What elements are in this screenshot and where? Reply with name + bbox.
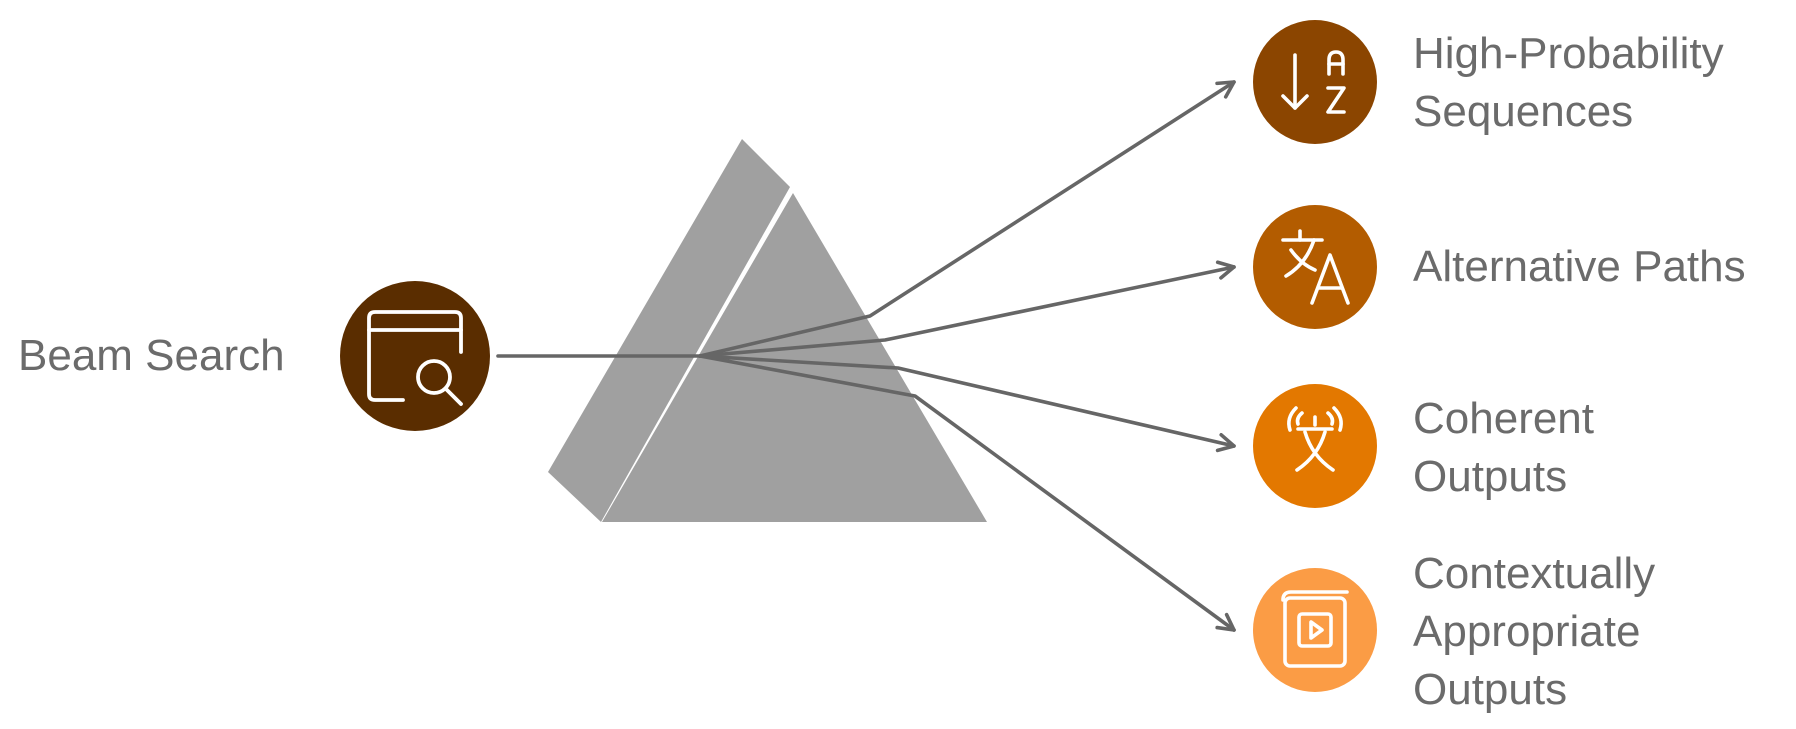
source-circle [340, 281, 490, 431]
translate-icon [1281, 229, 1350, 305]
output-circle [1253, 384, 1377, 508]
beam-contextually-appropriate [698, 354, 1236, 632]
output-label-line: Outputs [1413, 665, 1568, 714]
output-circle [1253, 568, 1377, 692]
sort-az-icon [1281, 50, 1346, 114]
output-label-line: Contextually [1413, 549, 1656, 598]
output-label-line: Coherent [1413, 394, 1595, 443]
prism-back-face [548, 139, 790, 522]
output-label-3: Coherent Outputs [1413, 390, 1594, 506]
video-book-icon [1281, 590, 1349, 668]
prism-front-face [602, 193, 987, 522]
output-label-line: Appropriate [1413, 607, 1641, 656]
output-label-2: Alternative Paths [1413, 238, 1746, 296]
beam-coherent-outputs [698, 354, 1236, 453]
source-label: Beam Search [18, 331, 285, 380]
output-label-line: Alternative Paths [1413, 242, 1746, 291]
output-label-1: High-Probability Sequences [1413, 25, 1724, 141]
output-circle [1253, 20, 1377, 144]
output-label-line: High-Probability [1413, 29, 1724, 78]
output-node-1 [1253, 20, 1377, 144]
output-node-2 [1253, 205, 1377, 329]
beam-alternative-paths [698, 260, 1236, 358]
output-node-3 [1253, 384, 1377, 508]
prism [548, 139, 987, 522]
output-label-line: Sequences [1413, 87, 1634, 136]
output-label-4: Contextually Appropriate Outputs [1413, 545, 1655, 719]
output-label-line: Outputs [1413, 452, 1568, 501]
output-node-4 [1253, 568, 1377, 692]
source-node [340, 281, 490, 431]
light-beams [496, 80, 1236, 632]
output-circle [1253, 205, 1377, 329]
browser-search-icon [367, 310, 463, 406]
voice-translate-icon [1287, 406, 1343, 472]
beam-high-probability [698, 80, 1236, 358]
